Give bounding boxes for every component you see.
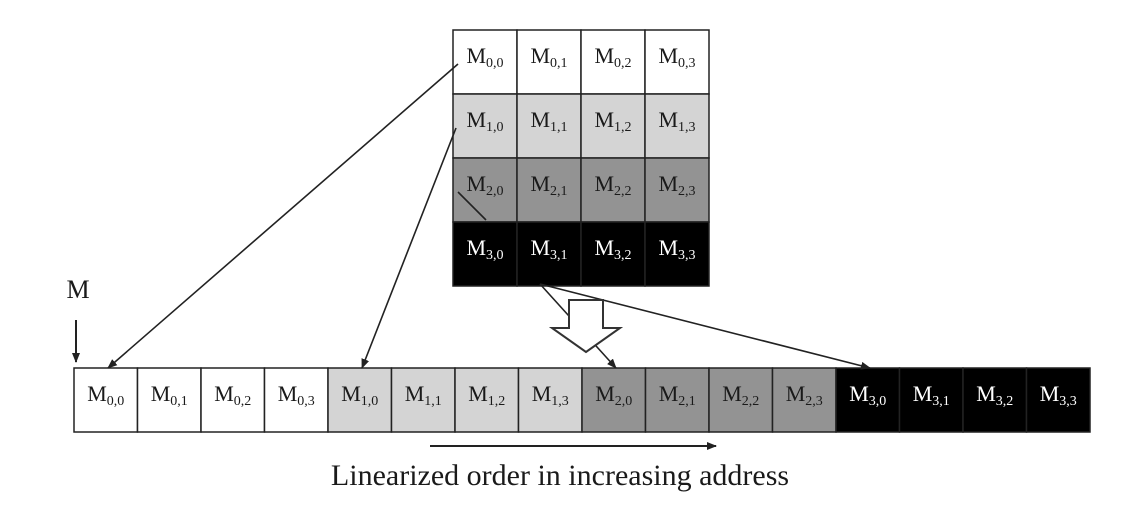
matrix-cell-label: M2,1: [530, 171, 567, 199]
array-cell-3-3: [1025, 367, 1091, 433]
array-cell-label: M2,2: [722, 381, 759, 409]
array-cell-0-0: [73, 367, 139, 433]
2d-matrix: M0,0 M0,1 M0,2 M0,3M1,0 M1,1 M1,2 M1,3M2,0 M2,1…: [452, 29, 710, 287]
mapping-arrow-1: [361, 127, 457, 369]
matrix-cell-label: M3,3: [658, 235, 695, 263]
array-cell-label: M2,0: [595, 381, 632, 409]
matrix-cell-label: M1,3: [658, 107, 695, 135]
matrix-cell-label: M1,1: [530, 107, 567, 135]
matrix-cell-3-3: [644, 221, 710, 287]
array-cell-label: M2,1: [659, 381, 696, 409]
array-cell-1-3: [517, 367, 583, 433]
array-cell-label: M1,3: [532, 381, 569, 409]
matrix-cell-label: M3,1: [530, 235, 567, 263]
matrix-cell-label: M1,0: [466, 107, 503, 135]
matrix-cell-label: M0,1: [530, 43, 567, 71]
mapping-arrows: [107, 63, 871, 370]
matrix-cell-0-3: [644, 29, 710, 95]
matrix-cell-1-3: [644, 93, 710, 159]
matrix-cell-2-2: [580, 157, 646, 223]
matrix-cell-label: M2,2: [594, 171, 631, 199]
array-cell-label: M3,3: [1040, 381, 1077, 409]
matrix-cell-2-3: [644, 157, 710, 223]
array-cell-2-2: [708, 367, 774, 433]
array-cell-label: M1,0: [341, 381, 378, 409]
array-cell-label: M3,1: [913, 381, 950, 409]
array-cell-label: M0,1: [151, 381, 188, 409]
matrix-cell-0-2: [580, 29, 646, 95]
mapping-arrow-4: [539, 283, 871, 370]
matrix-cell-1-1: [516, 93, 582, 159]
pointer-label: M: [66, 275, 89, 304]
matrix-cell-label: M0,3: [658, 43, 695, 71]
array-cell-label: M3,2: [976, 381, 1013, 409]
array-cell-1-0: [327, 367, 393, 433]
array-cell-label: M1,1: [405, 381, 442, 409]
array-cell-label: M1,2: [468, 381, 505, 409]
array-cell-label: M0,2: [214, 381, 251, 409]
matrix-cell-label: M3,2: [594, 235, 631, 263]
mapping-arrow-2: [457, 191, 487, 221]
array-cell-label: M0,0: [87, 381, 124, 409]
array-cell-0-2: [200, 367, 266, 433]
array-cell-3-2: [962, 367, 1028, 433]
linearized-array: M0,0 M0,1 M0,2 M0,3 M1,0 M1,1 M1,2 M1,3 M2,0 M2,1…: [73, 367, 1091, 433]
matrix-cell-label: M0,0: [466, 43, 503, 71]
matrix-cell-label: M0,2: [594, 43, 631, 71]
matrix-cell-0-0: [452, 29, 518, 95]
matrix-cell-label: M2,3: [658, 171, 695, 199]
array-cell-0-3: [263, 367, 329, 433]
array-cell-label: M0,3: [278, 381, 315, 409]
matrix-cell-label: M1,2: [594, 107, 631, 135]
array-cell-label: M3,0: [849, 381, 886, 409]
matrix-cell-label: M3,0: [466, 235, 503, 263]
caption: Linearized order in increasing address: [331, 459, 789, 492]
mapping-arrow-0: [107, 63, 459, 369]
hollow-down-arrow-icon: [548, 299, 624, 354]
matrix-cell-label: M2,0: [466, 171, 503, 199]
array-cell-1-2: [454, 367, 520, 433]
array-cell-3-0: [835, 367, 901, 433]
array-cell-2-3: [771, 367, 837, 433]
array-cell-label: M2,3: [786, 381, 823, 409]
